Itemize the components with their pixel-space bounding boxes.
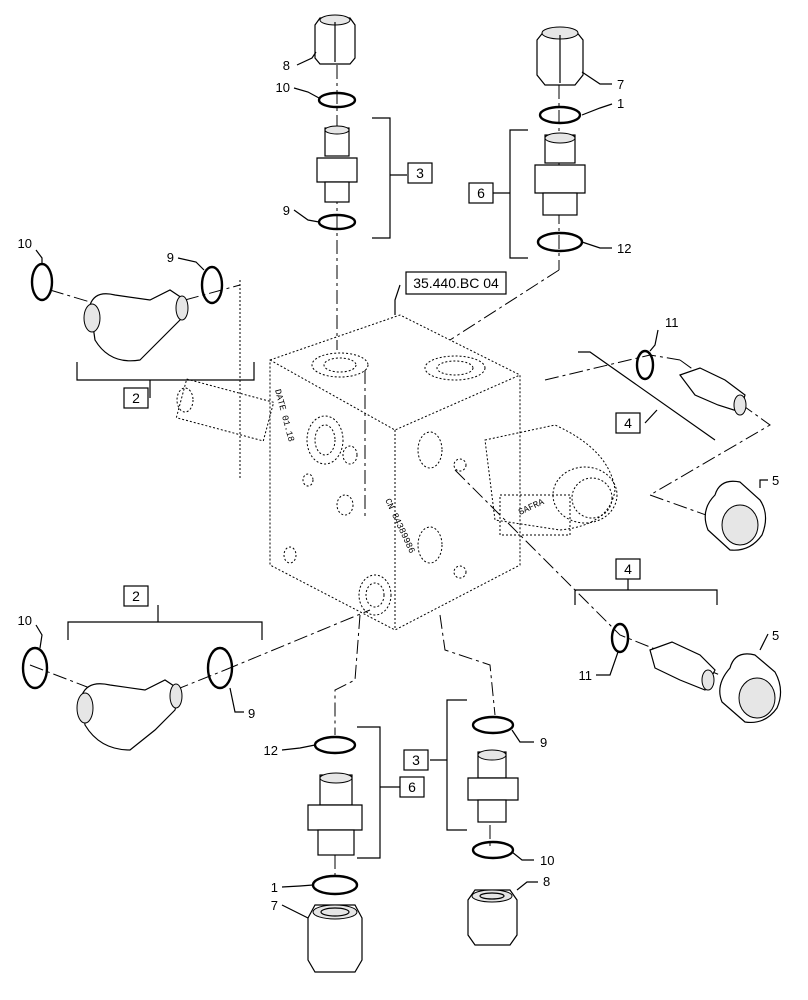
box-4-lower [615,558,641,580]
callout-11-lower: 11 [579,668,593,683]
box-2-upper [123,387,149,409]
group-brackets [67,117,718,859]
callout-10-lower-left: 10 [18,613,32,628]
callout-7-top: 7 [617,77,624,92]
box-4-upper [615,412,641,434]
callout-6-bottom: 6 [408,779,416,795]
elbow-2-lower [76,679,183,751]
fitting-3-top [316,125,358,203]
block-code-stamp: SAFRA [517,497,546,518]
elbow-2-upper [83,289,189,362]
leader-lines [35,51,769,919]
o-ring-11-upper [635,349,655,381]
cap-7-top [536,26,584,86]
callout-4-lower: 4 [624,561,632,577]
dust-cap-5-upper [704,480,767,551]
o-ring-12-bottom [313,735,357,755]
o-ring-9-bottom [471,715,515,735]
fitting-6-bottom [307,772,363,856]
callout-6-top: 6 [477,185,485,201]
o-ring-11-lower [610,622,630,654]
callout-1-top: 1 [617,96,624,111]
coupler-4-upper [679,367,747,416]
callout-12-top: 12 [617,241,631,256]
solenoid-valve [484,424,618,536]
callout-3-bottom: 3 [412,752,420,768]
o-ring-9-upper-left [200,265,224,305]
box-6-top [468,182,494,204]
dust-cap-5-lower [719,653,782,724]
cartridge-left [175,378,275,442]
callout-10-top: 10 [276,80,290,95]
o-ring-12-top [536,231,584,253]
coupler-4-lower [649,641,716,691]
callout-9-top: 9 [283,203,290,218]
callout-1-bottom: 1 [271,880,278,895]
boxed-callouts: 3 6 2 4 2 4 3 6 35.440.BC 04 [123,162,641,798]
callout-10-bottom: 10 [540,853,554,868]
cap-7-bottom [307,904,363,973]
callout-9-upper-left: 9 [167,250,174,265]
reference-label: 35.440.BC 04 [413,275,499,291]
o-ring-9-lower-left [206,646,234,690]
reference-box [405,271,507,295]
callout-9-lower-left: 9 [248,706,255,721]
o-ring-10-bottom [471,840,515,860]
callout-5-upper: 5 [772,473,779,488]
fitting-6-top [534,132,586,216]
center-lines [29,65,771,880]
nut-8-top [314,14,356,65]
callout-12-bottom: 12 [264,743,278,758]
callout-2-upper: 2 [132,390,140,406]
fitting-3-bottom [467,749,519,823]
box-3-bottom [403,749,429,771]
nut-8-bottom [467,889,518,946]
valve-block: CN 84389986 DATE 01.18 SAFRA [269,314,546,631]
callout-3-top: 3 [416,165,424,181]
o-ring-10-top [317,91,357,109]
callout-7-bottom: 7 [271,898,278,913]
callout-8-bottom: 8 [543,874,550,889]
block-serial-stamp: CN 84389986 [382,497,416,555]
number-callouts: 8 10 9 7 1 12 10 9 11 5 10 9 11 5 12 9 1… [18,58,780,913]
o-ring-1-bottom [311,874,359,896]
callout-2-lower: 2 [132,588,140,604]
box-3-top [407,162,433,184]
box-6-bottom [399,776,425,798]
callout-11-upper: 11 [665,315,679,330]
callout-5-lower: 5 [772,628,779,643]
block-date-stamp: DATE 01.18 [272,388,296,443]
o-ring-1-top [538,105,582,125]
callout-4-upper: 4 [624,415,632,431]
o-ring-10-lower-left [21,646,49,690]
callout-10-upper-left: 10 [18,236,32,251]
callout-9-bottom: 9 [540,735,547,750]
callout-8-top: 8 [283,58,290,73]
o-ring-10-upper-left [30,262,54,302]
box-2-lower [123,585,149,607]
